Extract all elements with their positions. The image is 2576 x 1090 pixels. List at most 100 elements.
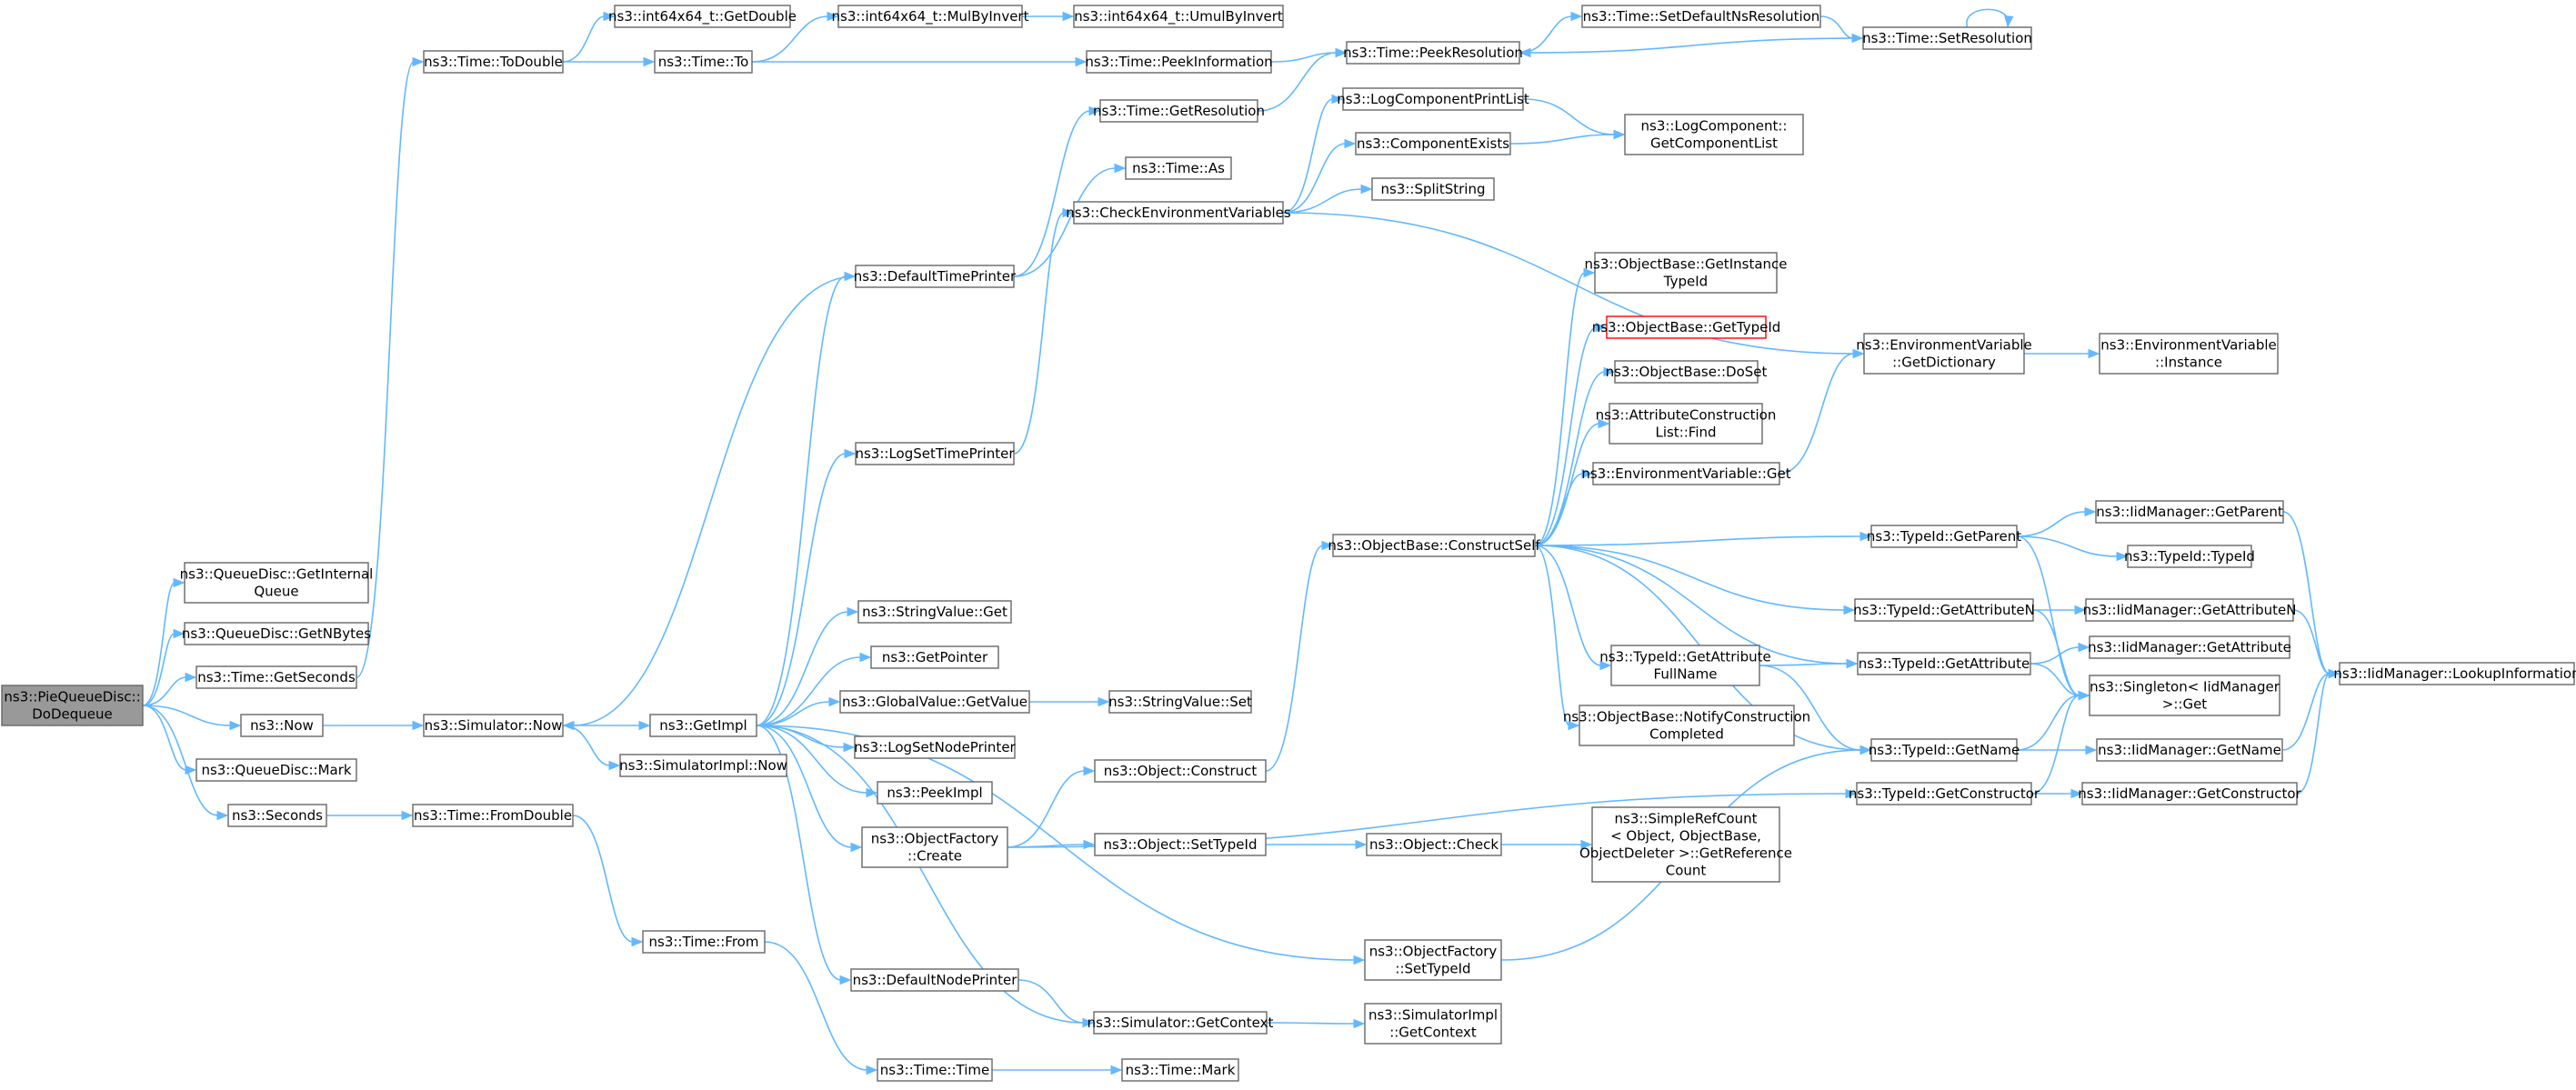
- edge-arrowhead: [2328, 668, 2340, 679]
- node-evgd[interactable]: ns3::EnvironmentVariable::GetDictionary: [1856, 333, 2032, 375]
- node-label: Count: [1666, 863, 1707, 879]
- node-imga[interactable]: ns3::IidManager::GetAttribute: [2088, 635, 2291, 659]
- edge-cev-evgd: [1282, 212, 1855, 355]
- node-tign[interactable]: ns3::TypeId::GetName: [1869, 738, 2020, 762]
- edge-arrowhead: [638, 720, 651, 731]
- node-obds[interactable]: ns3::ObjectBase::DoSet: [1606, 360, 1768, 384]
- node-label: ns3::LogComponentPrintList: [1337, 91, 1529, 107]
- node-simplnow[interactable]: ns3::SimulatorImpl::Now: [619, 754, 787, 777]
- node-obcs[interactable]: ns3::ObjectBase::ConstructSelf: [1328, 534, 1540, 557]
- node-tsdnr[interactable]: ns3::Time::SetDefaultNsResolution: [1581, 5, 1821, 28]
- node-split[interactable]: ns3::SplitString: [1371, 177, 1495, 201]
- node-label: ns3::ObjectFactory: [1369, 944, 1498, 960]
- node-tto[interactable]: ns3::Time::To: [654, 50, 753, 74]
- node-obgti[interactable]: ns3::ObjectBase::GetTypeId: [1592, 315, 1781, 339]
- node-titi[interactable]: ns3::TypeId::TypeId: [2124, 545, 2255, 568]
- node-evi[interactable]: ns3::EnvironmentVariable::Instance: [2099, 333, 2279, 375]
- node-ocheck[interactable]: ns3::Object::Check: [1366, 833, 1502, 856]
- node-tpr[interactable]: ns3::Time::PeekResolution: [1343, 41, 1523, 65]
- node-tfd[interactable]: ns3::Time::FromDouble: [412, 804, 574, 827]
- node-osti[interactable]: ns3::Object::SetTypeId: [1094, 833, 1267, 856]
- node-snow[interactable]: ns3::Simulator::Now: [423, 714, 564, 737]
- node-sing[interactable]: ns3::Singleton< IidManager >::Get: [2089, 675, 2280, 716]
- node-mbi[interactable]: ns3::int64x64_t::MulByInvert: [832, 5, 1029, 28]
- edge-arrowhead: [2085, 745, 2098, 755]
- node-label: ns3::IidManager::GetParent: [2096, 504, 2283, 520]
- node-tas[interactable]: ns3::Time::As: [1125, 156, 1232, 180]
- node-label: ns3::ObjectBase::NotifyConstruction: [1563, 709, 1810, 725]
- node-lcgcl[interactable]: ns3::LogComponent::GetComponentList: [1624, 114, 1804, 155]
- node-gvgv[interactable]: ns3::GlobalValue::GetValue: [839, 690, 1030, 714]
- edge-arrowhead: [631, 936, 644, 947]
- node-tmark[interactable]: ns3::Time::Mark: [1121, 1058, 1239, 1082]
- node-tigc[interactable]: ns3::TypeId::GetConstructor: [1849, 782, 2040, 805]
- node-svget[interactable]: ns3::StringValue::Get: [857, 600, 1012, 624]
- node-label: ns3::Time::SetResolution: [1862, 30, 2032, 46]
- edge-evget-evgd: [1779, 353, 1855, 475]
- node-mark[interactable]: ns3::QueueDisc::Mark: [195, 758, 357, 782]
- node-label: ::SetTypeId: [1395, 961, 1470, 977]
- node-tigan[interactable]: ns3::TypeId::GetAttributeN: [1853, 598, 2035, 622]
- node-srcgrc[interactable]: ns3::SimpleRefCount< Object, ObjectBase,…: [1579, 806, 1792, 883]
- node-ttd[interactable]: ns3::Time::ToDouble: [423, 50, 564, 74]
- node-imgn[interactable]: ns3::IidManager::GetName: [2096, 738, 2283, 762]
- node-oconstruct[interactable]: ns3::Object::Construct: [1094, 759, 1267, 783]
- node-peek[interactable]: ns3::PeekImpl: [877, 781, 993, 805]
- node-cev[interactable]: ns3::CheckEnvironmentVariables: [1066, 201, 1291, 225]
- node-box: [2085, 598, 2294, 622]
- node-root[interactable]: ns3::PieQueueDisc::DoDequeue: [1, 685, 144, 726]
- node-dnp[interactable]: ns3::DefaultNodePrinter: [850, 968, 1019, 992]
- node-tpi[interactable]: ns3::Time::PeekInformation: [1085, 50, 1273, 74]
- node-tiga[interactable]: ns3::TypeId::GetAttribute: [1857, 652, 2031, 675]
- node-i64gd[interactable]: ns3::int64x64_t::GetDouble: [608, 5, 797, 28]
- node-imgp[interactable]: ns3::IidManager::GetParent: [2095, 500, 2284, 524]
- edge-oconstruct-obcs: [1265, 545, 1324, 772]
- edge-arrowhead: [1114, 163, 1127, 174]
- node-lsnp[interactable]: ns3::LogSetNodePrinter: [854, 735, 1017, 759]
- node-tsr[interactable]: ns3::Time::SetResolution: [1862, 26, 2032, 50]
- node-box: [854, 735, 1016, 759]
- node-svset[interactable]: ns3::StringValue::Set: [1108, 690, 1252, 714]
- node-gnb[interactable]: ns3::QueueDisc::GetNBytes: [182, 622, 371, 645]
- node-umbi[interactable]: ns3::int64x64_t::UmulByInvert: [1073, 5, 1284, 28]
- node-imli[interactable]: ns3::IidManager::LookupInformation: [2333, 662, 2576, 685]
- node-tgs[interactable]: ns3::Time::GetSeconds: [195, 665, 357, 689]
- node-box: [1606, 315, 1767, 339]
- node-lstp[interactable]: ns3::LogSetTimePrinter: [855, 442, 1015, 465]
- edge-obcs-obgit: [1534, 272, 1586, 546]
- node-evget[interactable]: ns3::EnvironmentVariable::Get: [1581, 462, 1791, 485]
- node-lcpl[interactable]: ns3::LogComponentPrintList: [1337, 87, 1529, 111]
- node-sgc[interactable]: ns3::Simulator::GetContext: [1088, 1011, 1274, 1035]
- node-simplgc[interactable]: ns3::SimulatorImpl::GetContext: [1364, 1003, 1502, 1045]
- edge-getimpl-svget: [756, 611, 849, 726]
- node-getimpl[interactable]: ns3::GetImpl: [649, 714, 757, 737]
- node-box: [855, 442, 1015, 465]
- node-label: ::Instance: [2155, 355, 2222, 371]
- edge-arrowhead: [1088, 105, 1101, 116]
- node-ofc[interactable]: ns3::ObjectFactory::Create: [861, 826, 1008, 868]
- node-obncc[interactable]: ns3::ObjectBase::NotifyConstructionCompl…: [1563, 705, 1810, 746]
- node-cex[interactable]: ns3::ComponentExists: [1355, 132, 1511, 155]
- node-tgr[interactable]: ns3::Time::GetResolution: [1093, 99, 1265, 123]
- node-ofsti[interactable]: ns3::ObjectFactory::SetTypeId: [1364, 939, 1502, 981]
- node-tigp[interactable]: ns3::TypeId::GetParent: [1867, 525, 2021, 548]
- node-imgan[interactable]: ns3::IidManager::GetAttributeN: [2083, 598, 2297, 622]
- edge-arrowhead: [1598, 418, 1610, 429]
- node-now[interactable]: ns3::Now: [240, 714, 324, 737]
- node-tfrom[interactable]: ns3::Time::From: [642, 930, 766, 954]
- node-dtp[interactable]: ns3::DefaultTimePrinter: [854, 265, 1017, 288]
- node-gptr[interactable]: ns3::GetPointer: [870, 645, 999, 669]
- edge-obcs-evget: [1534, 473, 1584, 546]
- edge-arrowhead: [847, 606, 859, 617]
- node-ttime[interactable]: ns3::Time::Time: [877, 1058, 993, 1082]
- node-imgc[interactable]: ns3::IidManager::GetConstructor: [2078, 782, 2302, 805]
- edge-arrowhead: [1360, 184, 1373, 195]
- node-label: ns3::Time::As: [1132, 160, 1225, 176]
- node-sec[interactable]: ns3::Seconds: [227, 804, 327, 827]
- node-box: [1579, 705, 1795, 746]
- edge-arrowhead: [1353, 955, 1366, 965]
